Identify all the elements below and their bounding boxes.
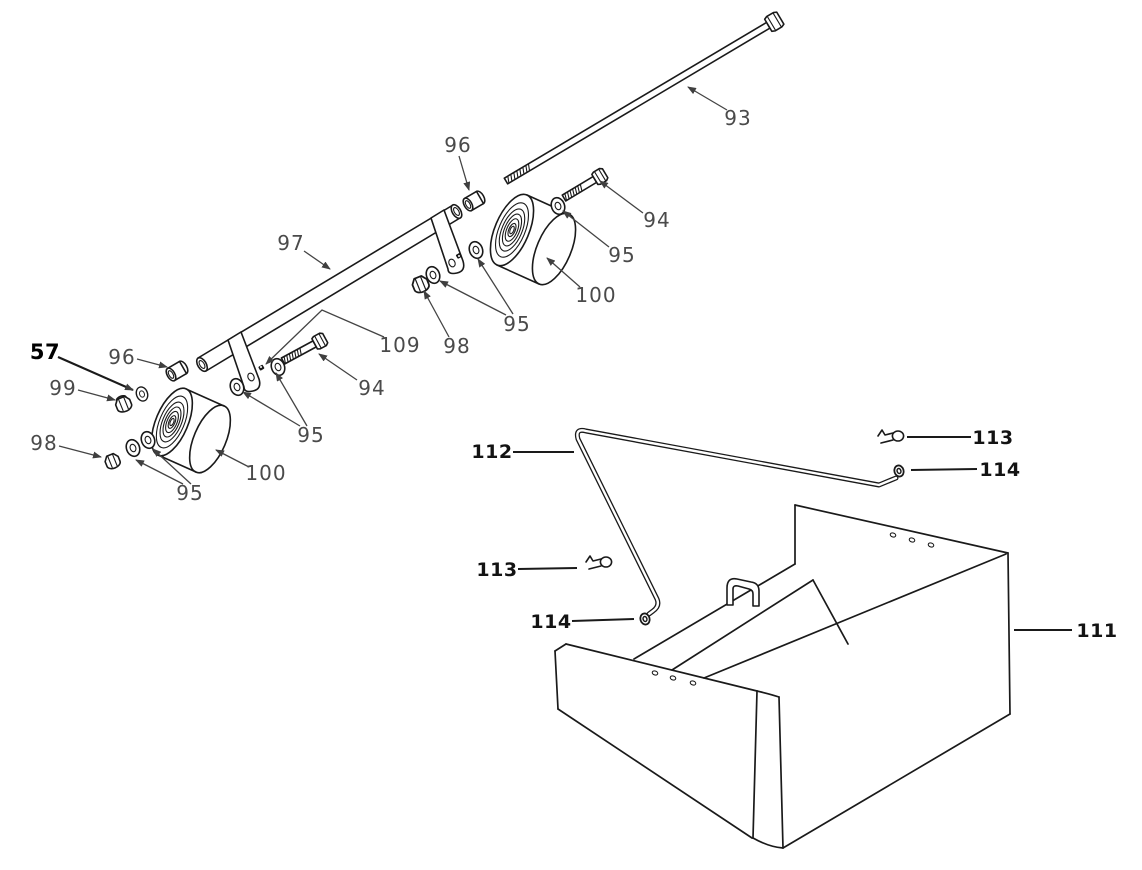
- callout-112: 112: [471, 441, 574, 463]
- callout-111: 111: [1014, 620, 1117, 642]
- hex-nut-98-left: [102, 451, 123, 472]
- leader-line-95-bottom-left: [135, 459, 184, 485]
- lock-nut-99: [112, 392, 135, 415]
- washer-57-target: [133, 384, 151, 404]
- part-number-112: 112: [471, 441, 512, 463]
- callout-100-right: 100: [546, 257, 616, 307]
- handle-bracket: [726, 577, 760, 607]
- leader-line-113-left: [517, 566, 578, 571]
- part-number-94-right: 94: [643, 208, 670, 232]
- part-number-96-left: 96: [108, 345, 135, 369]
- leader-line-95-bottom-left: [152, 448, 192, 485]
- hairpin-cotter-left: [585, 555, 613, 570]
- leader-line-96-top: [458, 155, 471, 191]
- leader-line-97: [303, 250, 331, 270]
- part-number-100-right: 100: [575, 283, 616, 307]
- leader-line-96-left: [136, 358, 168, 369]
- bolt-94-right: [559, 166, 610, 205]
- part-number-109: 109: [379, 333, 420, 357]
- leader-line-57: [57, 356, 134, 391]
- part-number-99: 99: [49, 376, 76, 400]
- part-number-113-right: 113: [972, 427, 1013, 449]
- callout-113-left: 113: [476, 559, 578, 581]
- part-number-95-mid: 95: [297, 423, 324, 447]
- callout-96-left: 96: [108, 345, 168, 369]
- part-number-98-left: 98: [30, 431, 57, 455]
- part-number-57: 57: [30, 340, 60, 364]
- grease-fitting-right: [455, 252, 462, 259]
- wheel-right: [489, 193, 577, 286]
- callout-97: 97: [277, 231, 331, 270]
- leader-line-93: [687, 86, 728, 111]
- part-number-114-left: 114: [530, 611, 571, 633]
- leader-line-114-right: [910, 467, 978, 472]
- axle-bracket-right: [430, 209, 465, 275]
- callout-57: 57: [30, 340, 134, 391]
- leader-line-99: [77, 389, 116, 402]
- wheel-left: [150, 387, 232, 474]
- callout-94-right: 94: [599, 180, 670, 232]
- callout-109: 109: [265, 309, 420, 365]
- callout-95-right: 95: [439, 258, 530, 336]
- part-number-96-top: 96: [444, 133, 471, 157]
- leader-line-98-right: [423, 290, 450, 338]
- callout-95-far-right: 95: [562, 210, 635, 267]
- callout-93: 93: [687, 86, 751, 130]
- part-number-95-bottom-left: 95: [176, 481, 203, 505]
- part-number-113-left: 113: [476, 559, 517, 581]
- part-number-98-right: 98: [443, 334, 470, 358]
- part-number-100-left: 100: [245, 461, 286, 485]
- callout-113-right: 113: [907, 427, 1013, 449]
- callout-114-right: 114: [910, 459, 1020, 481]
- mounting-holes: [651, 532, 935, 686]
- callout-99: 99: [49, 376, 116, 402]
- bent-rod-drawing: [574, 427, 899, 617]
- spacer-bushing-left: [165, 360, 189, 382]
- grease-fitting-left: [258, 364, 265, 371]
- hairpin-cotter-right: [877, 429, 905, 444]
- leader-line-109: [265, 309, 385, 365]
- leader-line-100-right: [546, 257, 581, 288]
- callout-98-right: 98: [423, 290, 470, 358]
- leader-line-95-far-right: [562, 210, 610, 248]
- leader-line-94-left: [318, 353, 358, 381]
- part-number-97: 97: [277, 231, 304, 255]
- leader-line-100-left: [215, 449, 250, 468]
- callout-95-bottom-left: 95: [135, 448, 203, 505]
- leader-line-95-right: [439, 280, 507, 316]
- callout-100-left: 100: [215, 449, 286, 485]
- callout-94-left: 94: [318, 353, 385, 400]
- leader-line-95-mid: [242, 391, 301, 427]
- part-number-95-far-right: 95: [608, 243, 635, 267]
- part-number-94-left: 94: [358, 376, 385, 400]
- callout-114-left: 114: [530, 611, 635, 633]
- leader-line-95-mid: [275, 372, 308, 427]
- part-number-111: 111: [1076, 620, 1117, 642]
- callout-96-top: 96: [444, 133, 471, 191]
- callout-95-mid: 95: [242, 372, 324, 447]
- part-number-114-right: 114: [979, 459, 1020, 481]
- flat-washer-114-right: [892, 463, 906, 479]
- hopper-box-drawing: [554, 504, 1011, 849]
- spacer-bushing-right: [462, 190, 486, 212]
- callout-labels: 57 99 96 98 95 100 96 97 109 94 95 98 95 93 94 95 100 112…: [30, 86, 1117, 642]
- leader-line-98-left: [58, 445, 102, 459]
- bolt-94-left: [278, 331, 330, 368]
- leader-line-114-left: [571, 617, 635, 623]
- leader-line-95-right: [477, 258, 514, 315]
- part-number-93: 93: [724, 106, 751, 130]
- long-rod-drawing: [503, 11, 785, 185]
- leader-line-94-right: [599, 180, 644, 214]
- part-number-95-right: 95: [503, 312, 530, 336]
- callout-98-left: 98: [30, 431, 102, 459]
